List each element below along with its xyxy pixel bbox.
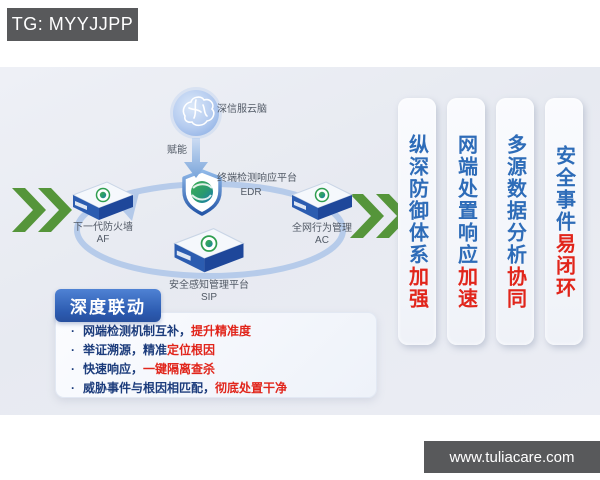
diagram-canvas [12,87,410,279]
banner-main: 多源数据分析 [503,133,526,266]
banner-main: 安全事件 [552,144,575,233]
linkage-title-badge: 深度联动 [55,289,161,322]
bullet-text: 威胁事件与根因相匹配， [83,381,216,395]
linkage-bullet: 快速响应，一键隔离查杀 [71,360,366,379]
device-abbr-sip: SIP [200,292,218,303]
bullet-highlight: 提升精准度 [191,324,252,338]
bullet-highlight: 定位根因 [167,343,216,357]
banner-text: 纵深防御体系加强 [403,134,432,310]
watermark-top: TG: MYYJJPP [7,8,138,41]
edr-abbr: EDR [240,187,262,198]
edr-shield-icon [182,169,222,216]
banner-text: 多源数据分析协同 [501,134,530,310]
banner-incident-closure: 安全事件易闭环 [545,98,583,345]
banner-text: 安全事件易闭环 [550,145,579,299]
empower-label: 赋能 [167,145,187,156]
device-abbr-ac: AC [315,235,329,246]
device-name-sip: 安全感知管理平台 [169,280,249,291]
edr-title: 终端检测响应平台 [217,173,297,184]
watermark-bottom: www.tuliacare.com [424,441,600,473]
cloud-brain-icon [170,87,222,139]
banner-defense-system: 纵深防御体系加强 [398,98,436,345]
empower-arrow-icon [184,138,208,178]
banner-highlight: 易闭环 [552,232,575,299]
cloud-label: 深信服云脑 [217,104,267,115]
linkage-bullet: 威胁事件与根因相匹配，彻底处置干净 [71,379,366,398]
bullet-highlight: 一键隔离查杀 [143,362,216,376]
linkage-bullet: 网端检测机制互补，提升精准度 [71,322,366,341]
bullet-text: 网端检测机制互补， [83,324,192,338]
appliance-icon-sip [173,227,245,273]
appliance-icon-ac [290,181,354,220]
device-name-ac: 全网行为管理 [292,223,352,234]
appliance-icon-af [71,181,135,220]
banner-highlight: 协同 [503,265,526,310]
bullet-text: 快速响应， [83,362,144,376]
chevrons-left-icon [12,188,72,232]
banner-highlight: 加强 [405,265,428,310]
banner-text: 网端处置响应加速 [452,134,481,310]
device-name-af: 下一代防火墙 [73,222,133,233]
bullet-highlight: 彻底处置干净 [215,381,288,395]
banner-highlight: 加速 [454,265,477,310]
banner-main: 网端处置响应 [454,133,477,266]
banner-data-analysis: 多源数据分析协同 [496,98,534,345]
banner-response-speed: 网端处置响应加速 [447,98,485,345]
device-abbr-af: AF [96,234,110,245]
banner-main: 纵深防御体系 [405,133,428,266]
bullet-text: 举证溯源，精准 [83,343,168,357]
